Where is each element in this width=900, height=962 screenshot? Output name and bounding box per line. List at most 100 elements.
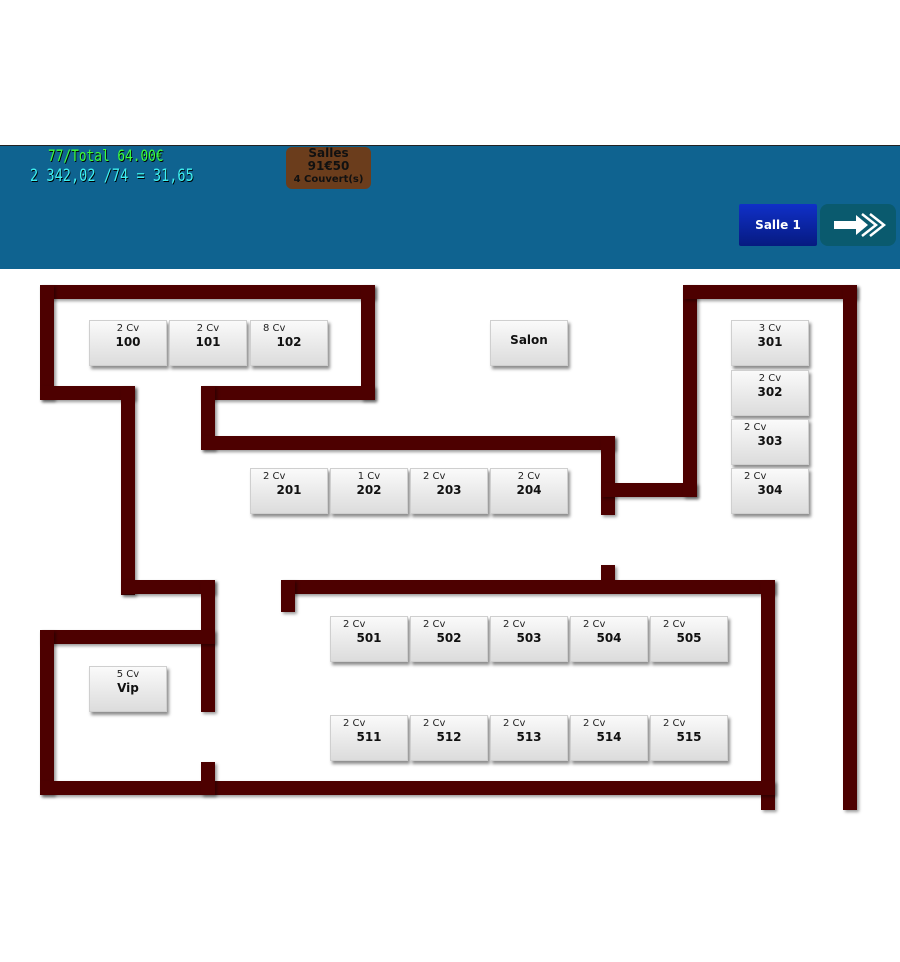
- table-covers: 2 Cv: [423, 471, 446, 482]
- table-number: 203: [436, 483, 462, 497]
- table-covers: 2 Cv: [744, 471, 767, 482]
- table-covers: 2 Cv: [343, 619, 366, 630]
- wall: [40, 285, 54, 400]
- table-number: 503: [516, 631, 542, 645]
- table-covers: 2 Cv: [503, 619, 526, 630]
- wall: [40, 630, 215, 644]
- wall: [601, 436, 615, 515]
- table-covers: 2 Cv: [423, 619, 446, 630]
- salles-amount: 91€50: [307, 159, 350, 173]
- table-number: 505: [676, 631, 702, 645]
- wall: [40, 630, 54, 795]
- wall: [201, 386, 215, 450]
- table-number: 204: [516, 483, 542, 497]
- wall: [121, 386, 135, 595]
- table-number: 502: [436, 631, 462, 645]
- wall: [843, 285, 857, 810]
- wall: [601, 483, 697, 497]
- table-number: 515: [676, 730, 702, 744]
- table-covers: 2 Cv: [758, 373, 782, 384]
- wall: [201, 762, 215, 795]
- average-line: 2 342,02 /74 = 31,65: [30, 166, 194, 186]
- table-covers: 2 Cv: [116, 323, 140, 334]
- table-number: 511: [356, 730, 382, 744]
- table-number: 304: [757, 483, 783, 497]
- salles-summary-button[interactable]: Salles 91€50 4 Couvert(s): [286, 147, 371, 189]
- wall: [281, 580, 295, 612]
- table-number: 514: [596, 730, 622, 744]
- table-number: 102: [276, 335, 302, 349]
- wall: [761, 580, 775, 810]
- salles-covers: 4 Couvert(s): [293, 174, 364, 185]
- table-covers: 2 Cv: [663, 718, 686, 729]
- wall: [683, 285, 697, 497]
- table-covers: 3 Cv: [758, 323, 782, 334]
- wall: [40, 285, 375, 299]
- table-covers: 2 Cv: [583, 619, 606, 630]
- table-number: 302: [757, 385, 783, 399]
- table-number: 100: [115, 335, 141, 349]
- table-covers: 2 Cv: [263, 471, 286, 482]
- wall: [361, 285, 375, 400]
- table-covers: 2 Cv: [196, 323, 220, 334]
- table-salon[interactable]: Salon: [490, 320, 568, 366]
- table-covers: 2 Cv: [583, 718, 606, 729]
- wall: [40, 386, 135, 400]
- table-number: 504: [596, 631, 622, 645]
- table-number: 202: [356, 483, 382, 497]
- table-covers: 5 Cv: [116, 669, 140, 680]
- table-covers: 2 Cv: [663, 619, 686, 630]
- header-bar: 77/Total 64.00€ 2 342,02 /74 = 31,65 Sal…: [0, 145, 900, 269]
- table-number: 303: [757, 434, 783, 448]
- double-arrow-right-icon: [834, 213, 886, 237]
- wall: [201, 436, 615, 450]
- wall: [683, 285, 857, 299]
- table-covers: 2 Cv: [744, 422, 767, 433]
- wall: [281, 580, 775, 594]
- room-select-button[interactable]: Salle 1: [739, 204, 817, 246]
- salles-title: Salles: [308, 146, 349, 160]
- table-number: 201: [276, 483, 302, 497]
- table-covers: 8 Cv: [263, 323, 286, 334]
- table-number: Vip: [117, 681, 139, 695]
- wall: [121, 580, 215, 594]
- table-number: 301: [757, 335, 783, 349]
- next-room-button[interactable]: [820, 204, 896, 246]
- table-number: Salon: [510, 333, 548, 347]
- table-covers: 2 Cv: [503, 718, 526, 729]
- table-number: 501: [356, 631, 382, 645]
- table-covers: 1 Cv: [357, 471, 381, 482]
- table-number: 101: [195, 335, 221, 349]
- total-line: 77/Total 64.00€: [48, 146, 164, 165]
- table-covers: 2 Cv: [423, 718, 446, 729]
- table-number: 512: [436, 730, 462, 744]
- wall: [201, 580, 215, 712]
- table-covers: 2 Cv: [343, 718, 366, 729]
- wall: [40, 781, 775, 795]
- table-covers: 2 Cv: [517, 471, 541, 482]
- table-number: 513: [516, 730, 542, 744]
- wall: [201, 386, 375, 400]
